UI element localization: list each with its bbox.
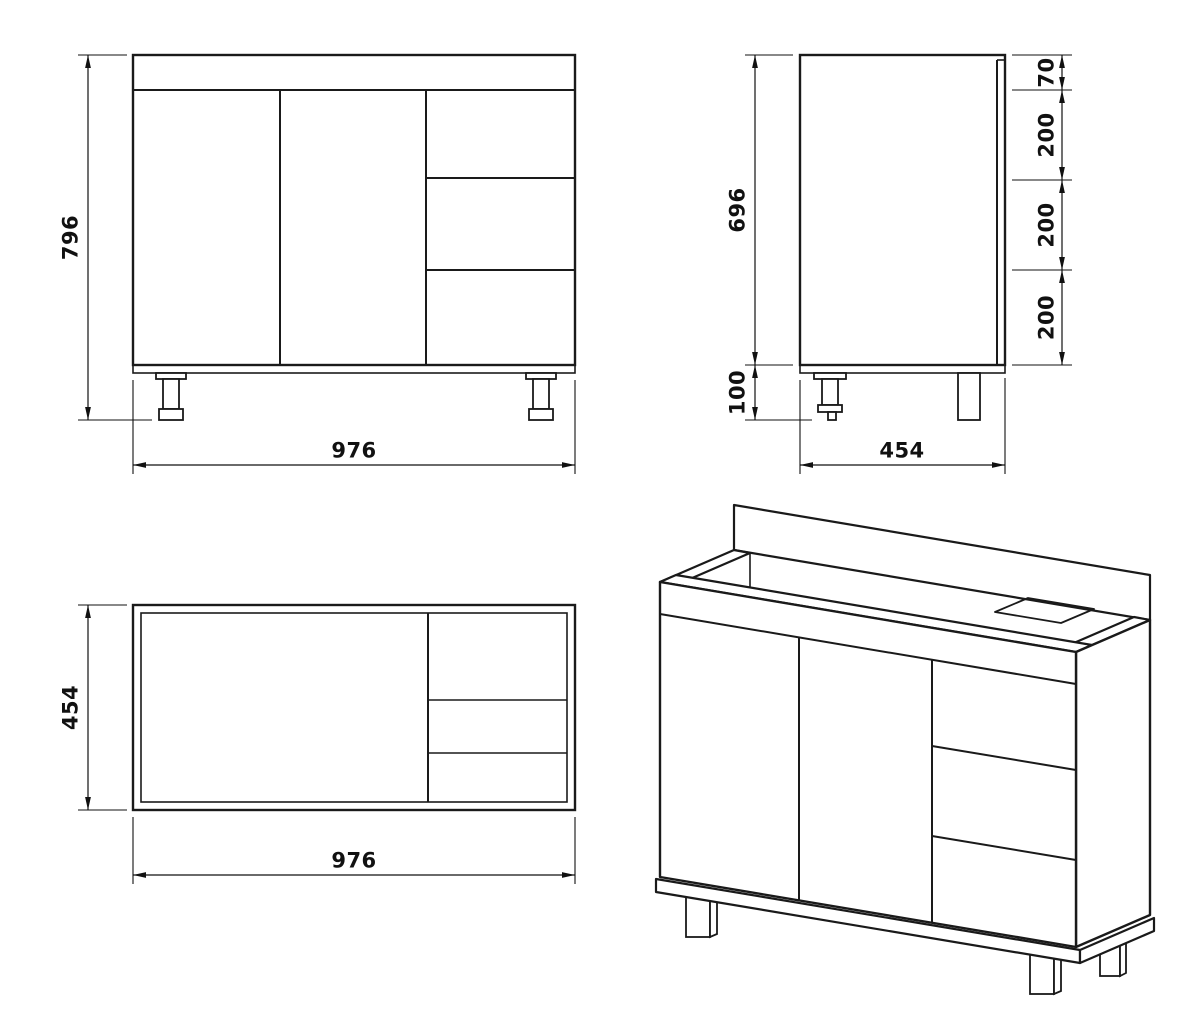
iso-sink-cutout [994,597,1095,624]
leg-foot [158,408,184,421]
side-leg-back [957,372,981,421]
side-view: 696 100 70 200 200 200 454 [725,53,1072,474]
leg-adjuster [827,411,837,421]
leg-foot [528,408,554,421]
front-height-label: 796 [58,215,82,260]
iso-leg-front-right [1029,949,1062,996]
side-base-strip [799,364,1006,374]
side-cabinet-outline [798,53,1007,367]
top-outer-outline [131,603,577,812]
front-cabinet-outline [131,53,577,367]
iso-plinth-right [1078,916,1156,965]
iso-leg-front-left [685,892,718,939]
side-depth-label: 454 [879,438,924,462]
side-height-label: 696 [725,187,749,232]
iso-right-side-face [1074,618,1152,949]
side-leg-front [813,372,847,421]
top-depth-dimension: 454 [58,604,127,811]
front-view: 796 976 [58,53,577,474]
leg-stem [162,378,180,410]
side-drawer-top-label: 200 [1034,112,1058,157]
side-leg-height-dimension: 100 [725,365,812,421]
side-section-dimensions: 70 200 200 200 [1012,54,1072,366]
iso-drawer-divider-bottom [931,835,1077,861]
leg-stem [532,378,550,410]
front-leg-right [525,372,557,421]
front-width-label: 976 [331,438,376,462]
iso-front-face [658,580,1078,949]
side-depth-dimension: 454 [799,378,1006,474]
side-drawer-bottom-label: 200 [1034,295,1058,340]
side-height-dimension: 696 [725,54,793,366]
iso-top-rail-line [659,613,1077,685]
top-inner-outline [140,612,568,803]
front-base-strip [132,364,576,374]
leg-stem [821,378,839,406]
front-height-dimension: 796 [58,54,152,421]
front-width-dimension: 976 [132,380,576,474]
front-leg-left [155,372,187,421]
top-view: 454 976 [58,603,577,884]
top-depth-label: 454 [58,685,82,730]
leg-foot [817,404,843,413]
top-width-label: 976 [331,848,376,872]
top-width-dimension: 976 [132,817,576,884]
side-leg-height-label: 100 [725,370,749,415]
leg-front-face [685,896,711,938]
side-top-section-label: 70 [1034,57,1058,87]
leg-front-face [1029,953,1055,995]
side-drawer-middle-label: 200 [1034,202,1058,247]
isometric-view [654,503,1156,996]
iso-drawer-divider-top [931,745,1077,771]
